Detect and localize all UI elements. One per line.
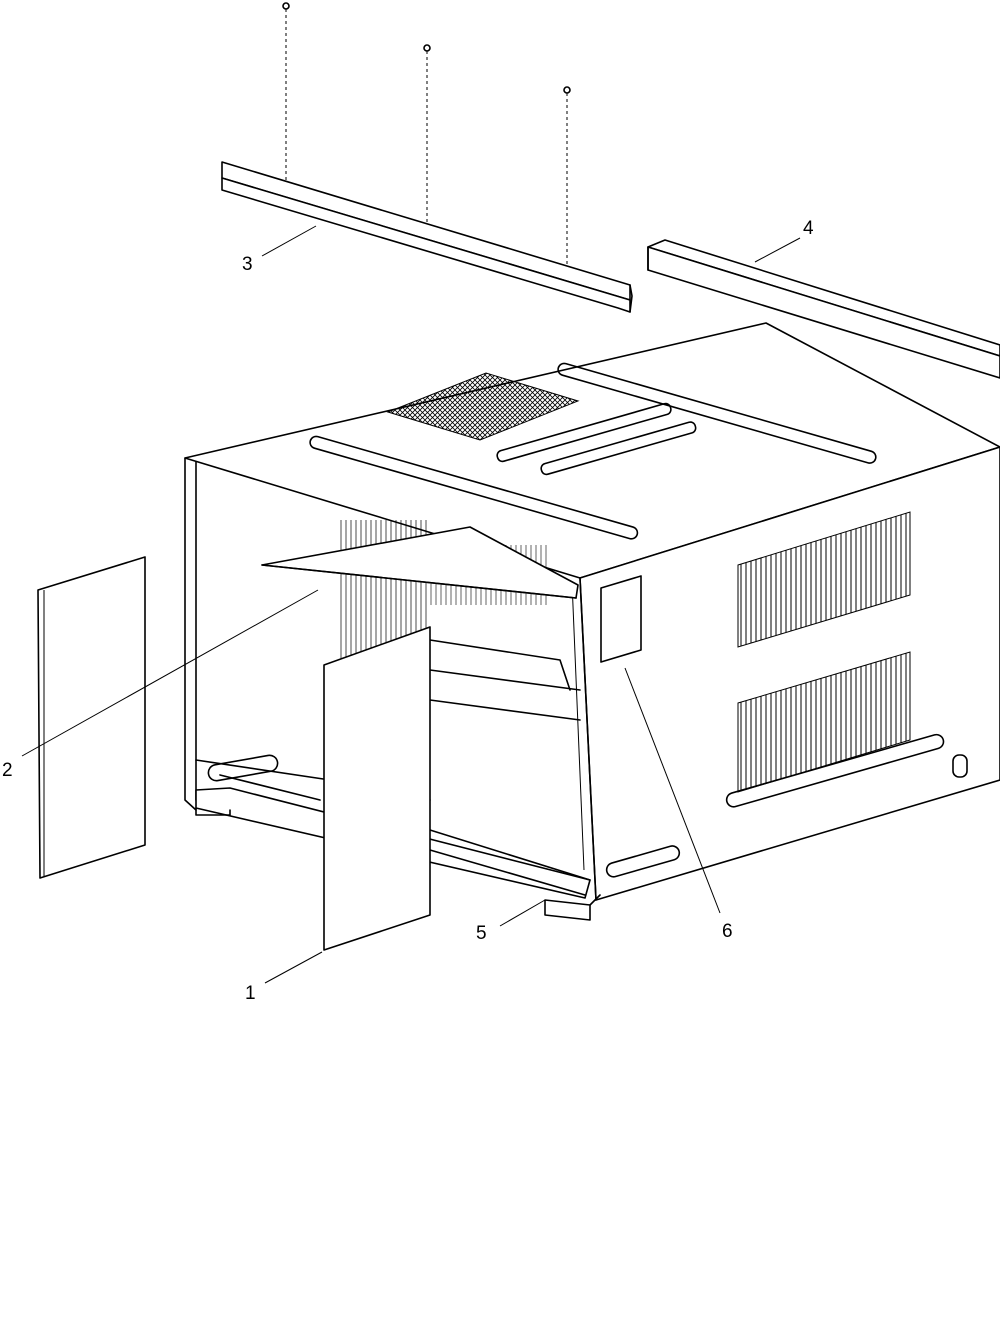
rating-label (600, 575, 642, 663)
screw-1 (282, 2, 290, 180)
callout-4: 4 (803, 218, 814, 239)
top-channel-rail (221, 161, 633, 313)
callout-3: 3 (242, 254, 253, 275)
callout-1: 1 (245, 983, 256, 1004)
foam-seal-strip (647, 239, 1000, 379)
callout-2: 2 (2, 760, 13, 781)
callout-6: 6 (722, 921, 733, 942)
front-panel (323, 626, 431, 951)
cabinet (184, 322, 1000, 921)
callout-5: 5 (476, 923, 487, 944)
screw-2 (423, 44, 431, 222)
screw-3 (563, 86, 571, 265)
partition-panel (261, 526, 579, 599)
